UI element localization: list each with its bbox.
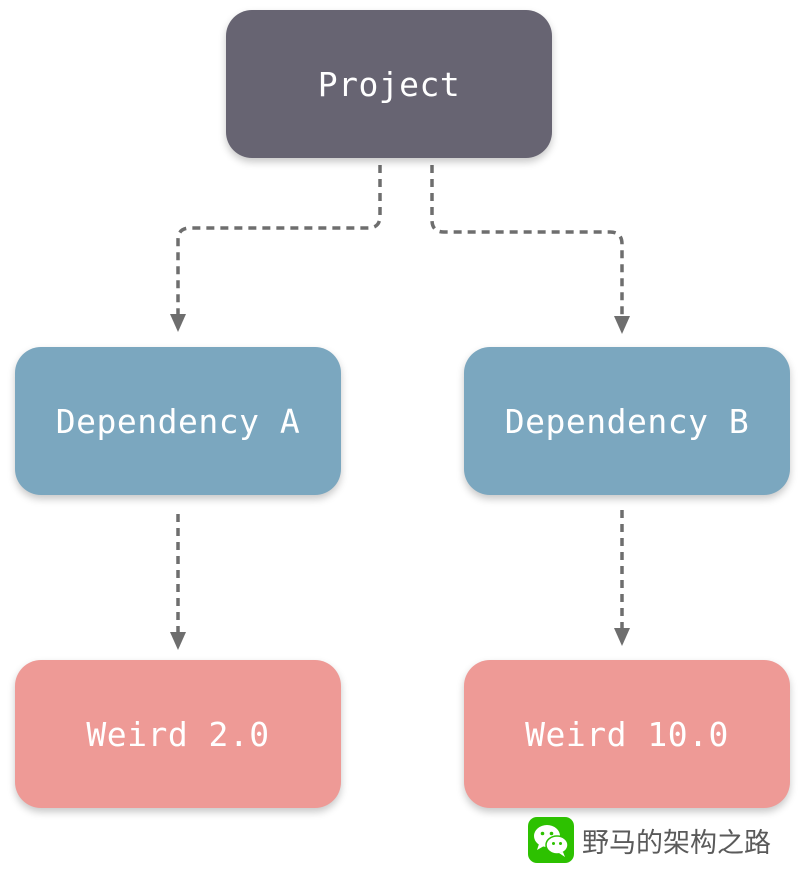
watermark: 野马的架构之路 — [528, 816, 771, 864]
node-weird-2-0: Weird 2.0 — [15, 660, 341, 808]
node-dependency-b: Dependency B — [464, 347, 790, 495]
node-dependency-b-label: Dependency B — [504, 401, 750, 441]
node-project-label: Project — [317, 64, 461, 104]
edge-project-to-dependency-b — [430, 165, 624, 318]
node-dependency-a-label: Dependency A — [55, 401, 301, 441]
node-weird-2-0-label: Weird 2.0 — [86, 714, 270, 754]
arrowhead-weird-b — [614, 628, 630, 646]
wechat-icon — [528, 817, 574, 863]
node-weird-10-0-label: Weird 10.0 — [525, 714, 729, 754]
node-dependency-a: Dependency A — [15, 347, 341, 495]
edge-project-to-dependency-a — [176, 165, 382, 316]
arrowhead-dependency-a — [170, 314, 186, 332]
node-project: Project — [226, 10, 552, 158]
watermark-text: 野马的架构之路 — [582, 827, 771, 859]
arrowhead-dependency-b — [614, 316, 630, 334]
arrowhead-weird-a — [170, 632, 186, 650]
node-weird-10-0: Weird 10.0 — [464, 660, 790, 808]
